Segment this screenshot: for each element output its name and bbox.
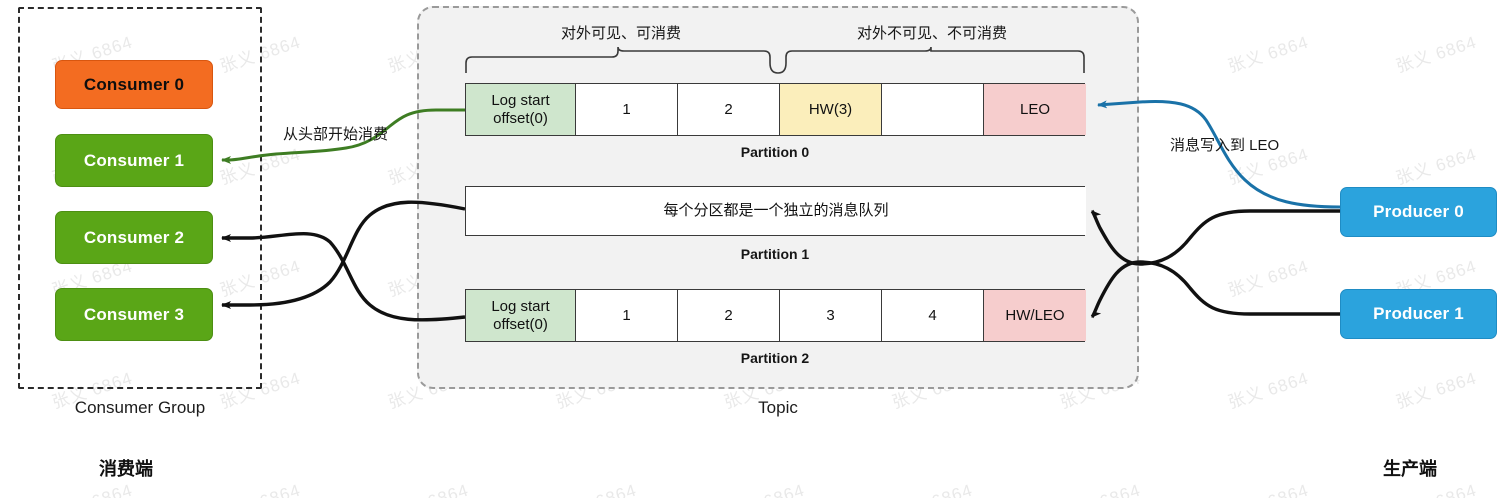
watermark-text: 张义 6864 [720,476,807,498]
partition-0-cell-5: LEO [984,84,1086,135]
partition-0-cell-1: 1 [576,84,678,135]
watermark-text: 张义 6864 [384,476,471,498]
watermark-text: 张义 6864 [1225,256,1312,301]
partition-2-caption: Partition 2 [740,350,810,366]
producer-node-0[interactable]: Producer 0 [1340,187,1497,237]
partition-0-caption: Partition 0 [740,144,810,160]
partition-2-cell-1: 1 [576,290,678,341]
annotation-consume-from-head: 从头部开始消费 [283,126,389,143]
topic-caption: Topic [758,398,798,417]
partition-2-cell-2: 2 [678,290,780,341]
partition-0-cell-3: HW(3) [780,84,882,135]
partition-0-cell-4 [882,84,984,135]
partition-0-cell-0: Log start offset(0) [466,84,576,135]
watermark-text: 张义 6864 [1393,32,1480,77]
bottom-label-consumer-side: 消费端 [99,459,153,479]
watermark-text: 张义 6864 [1224,476,1311,498]
partition-0-cell-2: 2 [678,84,780,135]
annotation-write-to-leo: 消息写入到 LEO [1170,137,1280,154]
brace-label-invisible-unconsumable: 对外不可见、不可消费 [856,25,1007,42]
partition-2-cell-4: 4 [882,290,984,341]
producer-node-1[interactable]: Producer 1 [1340,289,1497,339]
consumer-group-container [18,7,262,389]
partition-2-cell-0: Log start offset(0) [466,290,576,341]
watermark-text: 张义 6864 [1225,368,1312,413]
consumer-node-3[interactable]: Consumer 3 [55,288,213,341]
partition-2-cell-5: HW/LEO [984,290,1086,341]
partition-1-caption: Partition 1 [740,246,810,262]
consumer-node-0[interactable]: Consumer 0 [55,60,213,109]
watermark-text: 张义 6864 [1056,476,1143,498]
consumer-node-2[interactable]: Consumer 2 [55,211,213,264]
partition-2-cell-3: 3 [780,290,882,341]
brace-label-visible-consumable: 对外可见、可消费 [560,25,681,42]
watermark-text: 张义 6864 [888,476,975,498]
partition-1-strip: 每个分区都是一个独立的消息队列 [465,186,1086,236]
watermark-text: 张义 6864 [1225,32,1312,77]
watermark-text: 张义 6864 [552,476,639,498]
partition-1-cell-0: 每个分区都是一个独立的消息队列 [466,187,1086,235]
consumer-node-1[interactable]: Consumer 1 [55,134,213,187]
watermark-text: 张义 6864 [1393,368,1480,413]
consumer-group-caption: Consumer Group [74,398,206,417]
watermark-text: 张义 6864 [1393,144,1480,189]
bottom-label-producer-side: 生产端 [1383,459,1437,479]
watermark-text: 张义 6864 [216,476,303,498]
